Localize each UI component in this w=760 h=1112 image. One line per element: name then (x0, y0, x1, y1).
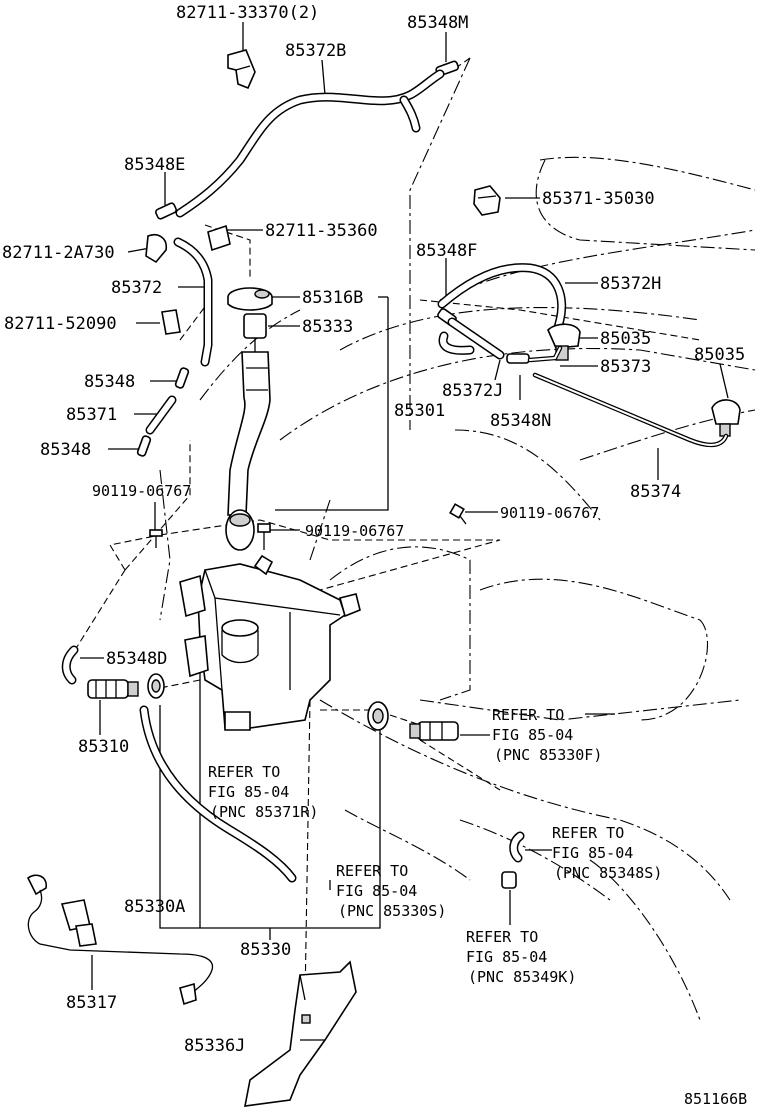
clamp-85371-35030 (473, 185, 501, 216)
joint-85348N (506, 353, 530, 364)
label-85372H: 85372H (600, 274, 661, 294)
joint-85348-a (174, 367, 190, 389)
bolt-90119-a (149, 529, 163, 548)
svg-text:REFER TO: REFER TO (336, 862, 408, 880)
label-85372: 85372 (111, 278, 162, 298)
label-85330A: 85330A (124, 897, 185, 917)
ref-85330F: REFER TO FIG 85-04 (PNC 85330F) (492, 706, 602, 764)
svg-text:FIG 85-04: FIG 85-04 (492, 726, 573, 744)
label-85348M: 85348M (407, 13, 468, 33)
nozzle-85035-b (711, 399, 741, 437)
cover-85336J (244, 960, 357, 1107)
svg-text:(PNC 85330F): (PNC 85330F) (494, 746, 602, 764)
label-85317: 85317 (66, 993, 117, 1013)
svg-text:REFER TO: REFER TO (466, 928, 538, 946)
label-85348-b: 85348 (40, 440, 91, 460)
labels: 82711-33370(2) 85348M 85372B 85348E 8537… (2, 3, 747, 1108)
leader-lines (80, 22, 729, 990)
label-85371: 85371 (66, 405, 117, 425)
svg-text:FIG 85-04: FIG 85-04 (336, 882, 417, 900)
clip-82711-52090 (161, 309, 181, 335)
svg-text:(PNC 85371R): (PNC 85371R) (210, 803, 318, 821)
svg-text:(PNC 85349K): (PNC 85349K) (468, 968, 576, 986)
label-85348E: 85348E (124, 155, 185, 175)
label-90119-06767-a: 90119-06767 (92, 482, 191, 500)
tube-85373 (527, 345, 563, 363)
label-85348-a: 85348 (84, 372, 135, 392)
joint-85349K (501, 871, 517, 889)
bracket-85301 (275, 297, 389, 511)
label-85372B: 85372B (285, 41, 346, 61)
label-82711-33370: 82711-33370(2) (176, 3, 319, 23)
label-82711-52090: 82711-52090 (4, 314, 117, 334)
svg-text:(PNC 85348S): (PNC 85348S) (554, 864, 662, 882)
hose-85372J (438, 317, 505, 360)
diagram-id: 851166B (684, 1090, 747, 1108)
clip-82711-35360 (207, 224, 231, 252)
hose-85372H (437, 263, 567, 340)
label-85310: 85310 (78, 737, 129, 757)
hose-85348D (61, 645, 79, 685)
label-85373: 85373 (600, 357, 651, 377)
reference-notes: REFER TO FIG 85-04 (PNC 85330F) REFER TO… (208, 706, 662, 986)
cap-85316B (227, 287, 273, 311)
label-85372J: 85372J (442, 381, 503, 401)
svg-text:FIG 85-04: FIG 85-04 (552, 844, 633, 862)
ref-85330S: REFER TO FIG 85-04 (PNC 85330S) (336, 862, 446, 920)
hose-85372B (175, 69, 445, 218)
label-85301: 85301 (394, 401, 445, 421)
label-85348N: 85348N (490, 411, 551, 431)
svg-text:FIG 85-04: FIG 85-04 (466, 948, 547, 966)
ref-85349K: REFER TO FIG 85-04 (PNC 85349K) (466, 928, 576, 986)
label-85035-b: 85035 (694, 345, 745, 365)
filler-neck-85301 (225, 351, 271, 551)
label-85348F: 85348F (416, 241, 477, 261)
label-85035-a: 85035 (600, 329, 651, 349)
grommet-85330S (367, 701, 389, 731)
svg-text:REFER TO: REFER TO (552, 824, 624, 842)
joint-85348-b (136, 435, 152, 457)
ref-85371R: REFER TO FIG 85-04 (PNC 85371R) (208, 763, 318, 821)
svg-text:REFER TO: REFER TO (492, 706, 564, 724)
label-85333: 85333 (302, 317, 353, 337)
label-85316B: 85316B (302, 288, 363, 308)
label-82711-2A730: 82711-2A730 (2, 243, 115, 263)
joint-85348E (155, 202, 177, 220)
label-90119-06767-b: 90119-06767 (305, 522, 404, 540)
nozzle-85035-a (547, 323, 581, 361)
label-85371-35030: 85371-35030 (542, 189, 655, 209)
bolt-90119-b (257, 523, 271, 550)
bolt-90119-c (449, 503, 467, 525)
pump-85310 (87, 679, 139, 699)
label-85336J: 85336J (184, 1036, 245, 1056)
hose-85348S (509, 831, 525, 863)
hose-lower (139, 705, 297, 883)
label-90119-06767-c: 90119-06767 (500, 504, 599, 522)
hose-85371 (145, 395, 177, 435)
hose-85374 (532, 372, 729, 448)
svg-text:REFER TO: REFER TO (208, 763, 280, 781)
strainer-85333 (243, 313, 267, 352)
ref-85348S: REFER TO FIG 85-04 (PNC 85348S) (552, 824, 662, 882)
svg-text:FIG 85-04: FIG 85-04 (208, 783, 289, 801)
label-85348D: 85348D (106, 649, 167, 669)
washer-tank-85330 (179, 554, 361, 731)
clip-82711-33370 (227, 49, 256, 90)
label-82711-35360: 82711-35360 (265, 221, 378, 241)
pump-85330F (409, 721, 459, 741)
label-85330: 85330 (240, 940, 291, 960)
svg-text:(PNC 85330S): (PNC 85330S) (338, 902, 446, 920)
sensor-85317 (26, 874, 214, 1006)
grommet-85330A (147, 673, 165, 699)
clip-82711-2A730 (145, 234, 168, 264)
label-85374: 85374 (630, 482, 681, 502)
hose-85372 (173, 237, 213, 367)
